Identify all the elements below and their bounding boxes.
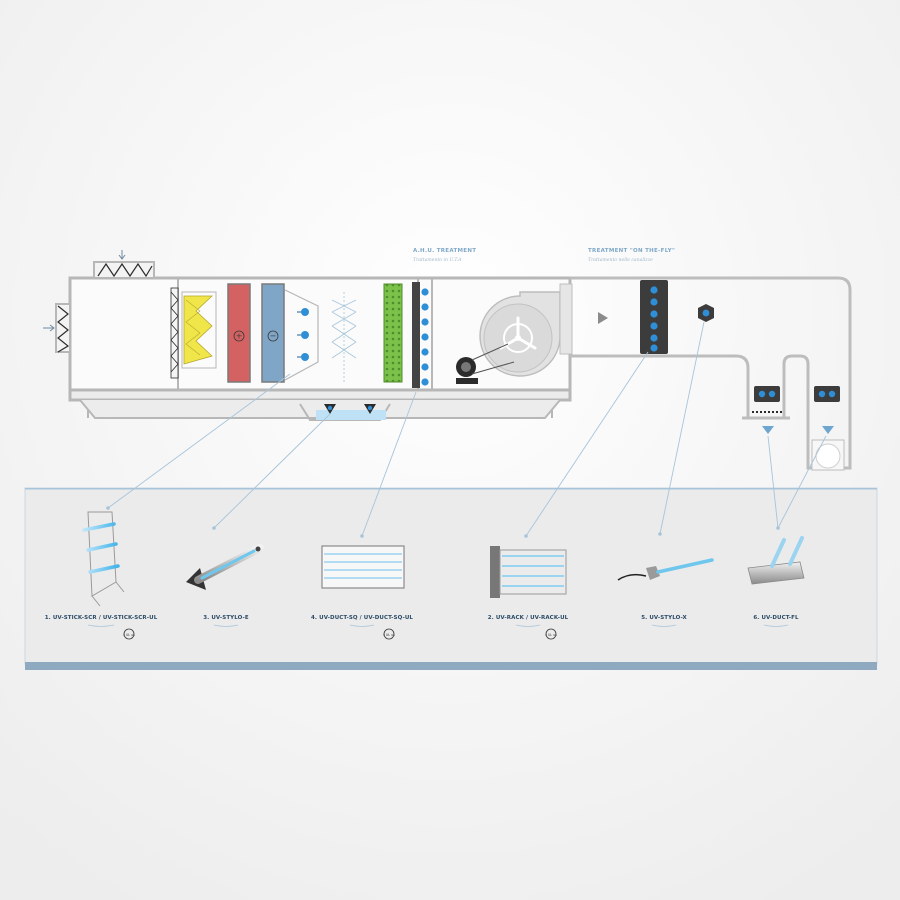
footer-bar [25,662,877,670]
onthefly-subtitle: Trattamento nelle canalizze [588,257,653,263]
heating-symbol: + [236,332,243,341]
ductwork [570,276,852,470]
product-uv-duct-fl[interactable]: 6. UV-DUCT-FL [747,536,805,627]
supply-fan [456,283,573,384]
svg-text:c UL us: c UL us [123,633,135,637]
heating-coil: + [227,283,251,383]
uv-stylo-x-duct [698,304,714,322]
ahu-title: A.H.U. TREATMENT [413,248,476,254]
product-label: 5. UV-STYLO-X [641,615,687,621]
ul-certification-mark: c UL us [383,628,395,640]
damper-top [97,262,153,278]
product-uv-stick-scr[interactable]: 1. UV-STICK-SCR / UV-STICK-SCR-UL c UL u… [45,511,158,640]
product-label: 6. UV-DUCT-FL [753,615,799,621]
air-intake-arrows [43,250,126,332]
droplet-eliminator [331,292,357,384]
connector-lines [106,321,827,538]
uv-stick-lamps [284,289,319,381]
product-uv-stylo-e[interactable]: 3. UV-STYLO-E [186,544,264,627]
uv-rack-ahu [412,282,429,388]
ahu-section-header: A.H.U. TREATMENT Trattamento in U.T.A [413,248,476,263]
product-uv-stylo-x[interactable]: 5. UV-STYLO-X [617,558,714,627]
cooling-coil: − [261,283,285,383]
product-label: 3. UV-STYLO-E [203,615,249,621]
bag-filter [181,291,217,369]
product-label: 2. UV-RACK / UV-RACK-UL [488,615,569,621]
product-label: 1. UV-STICK-SCR / UV-STICK-SCR-UL [45,615,158,621]
damper-side [57,305,70,353]
green-coil [383,283,403,383]
cooling-symbol: − [270,332,277,341]
ul-certification-mark: c UL us [545,628,557,640]
ahu-subtitle: Trattamento in U.T.A [413,257,462,263]
svg-text:c UL us: c UL us [383,633,395,637]
flow-arrow-icon [598,312,608,324]
ul-certification-mark: c UL us [123,628,135,640]
product-uv-duct-sq[interactable]: 4. UV-DUCT-SQ / UV-DUCT-SQ-UL c UL us [311,545,413,640]
onthefly-section-header: TREATMENT "ON THE-FLY" Trattamento nelle… [588,248,675,263]
uv-rack-duct [640,280,668,354]
pre-filter [170,287,179,379]
onthefly-title: TREATMENT "ON THE-FLY" [588,248,675,254]
svg-text:c UL us: c UL us [545,633,557,637]
product-uv-rack[interactable]: 2. UV-RACK / UV-RACK-UL c UL us [488,546,569,640]
uv-duct-fl-units [752,386,845,471]
product-panel [24,487,878,670]
product-label: 4. UV-DUCT-SQ / UV-DUCT-SQ-UL [311,615,413,621]
uv-stylo-e-drain-lamps [316,404,386,420]
